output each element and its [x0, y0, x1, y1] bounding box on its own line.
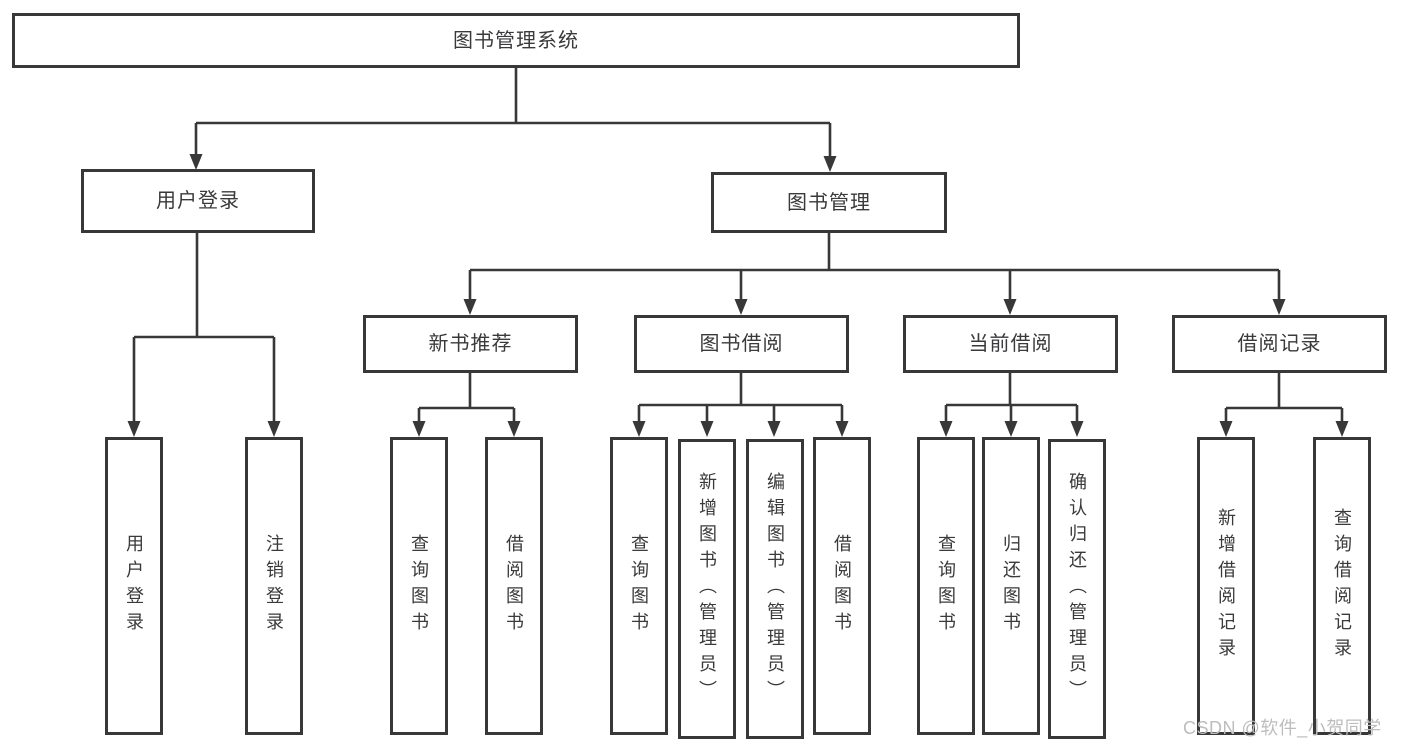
csdn-watermark: CSDN @软件_小贺同学 — [1183, 718, 1382, 738]
node-current-borrowing: 当前借阅 — [903, 315, 1118, 373]
leaf-edit-books-admin: 编辑图书（管理员） — [746, 439, 804, 739]
leaf-logout: 注销登录 — [245, 437, 303, 735]
leaf-query-books-current: 查询图书 — [917, 437, 975, 735]
leaf-query-borrow-record: 查询借阅记录 — [1313, 437, 1371, 735]
leaf-return-books: 归还图书 — [982, 437, 1040, 735]
leaf-borrow-books-recommend: 借阅图书 — [485, 437, 543, 735]
node-new-book-recommend: 新书推荐 — [363, 315, 578, 373]
leaf-borrow-books: 借阅图书 — [813, 437, 871, 735]
node-user-login: 用户登录 — [81, 169, 315, 233]
node-library-management-system: 图书管理系统 — [12, 13, 1020, 68]
connector-current-borrow-to-leaves — [939, 373, 1084, 437]
node-book-management: 图书管理 — [711, 172, 947, 233]
connector-borrow-record-to-leaves — [1219, 373, 1349, 437]
node-borrowing-records: 借阅记录 — [1172, 315, 1387, 373]
connector-book-mgmt-to-level3 — [463, 233, 1286, 315]
leaf-add-books-admin: 新增图书（管理员） — [678, 439, 736, 739]
leaf-user-login: 用户登录 — [105, 437, 163, 735]
connector-new-book-to-leaves — [412, 373, 521, 437]
connector-user-login-to-leaves — [127, 233, 281, 437]
node-book-borrowing: 图书借阅 — [634, 315, 849, 373]
connector-root-to-level2 — [189, 68, 837, 172]
leaf-query-books-borrow: 查询图书 — [610, 437, 668, 735]
leaf-confirm-return-admin: 确认归还（管理员） — [1048, 439, 1106, 739]
leaf-add-borrow-record: 新增借阅记录 — [1197, 437, 1255, 735]
leaf-query-books-recommend: 查询图书 — [390, 437, 448, 735]
connector-book-borrow-to-leaves — [632, 373, 849, 437]
